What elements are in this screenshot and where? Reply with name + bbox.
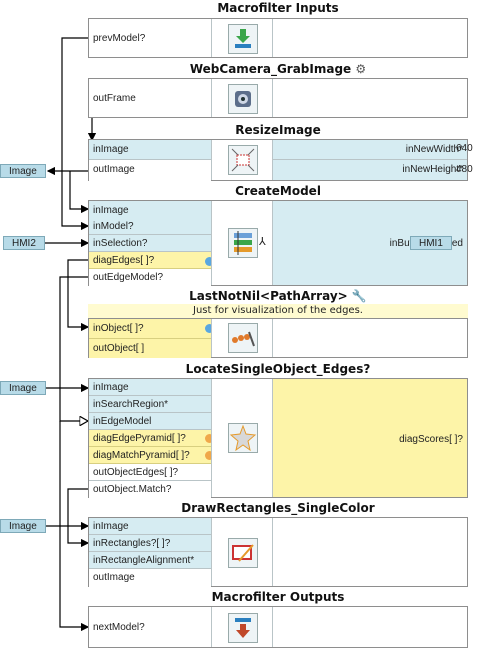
locate-block[interactable]: inImage inSearchRegion* inEdgeModel diag… (88, 378, 468, 498)
port-innewwidth-label: inNewWidth* (405, 144, 463, 155)
port-diagscores[interactable]: diagScores[ ]? (273, 430, 467, 450)
icon-column (211, 379, 273, 497)
port-inmodel[interactable]: inModel? (89, 218, 211, 235)
diagnostic-dot-icon (205, 451, 214, 460)
port-outobjectmatch[interactable]: outObject.Match? (89, 481, 211, 498)
width-value[interactable]: 640 (456, 143, 473, 154)
port-inimage[interactable]: inImage (89, 518, 211, 535)
image-chip-draw[interactable]: Image (0, 519, 46, 533)
webcamera-title: WebCamera_GrabImage ⚙ (88, 62, 468, 76)
height-value[interactable]: 480 (456, 164, 473, 175)
port-inobject-label: inObject[ ]? (93, 323, 144, 334)
diagnostic-dot-icon (205, 324, 214, 333)
image-chip-locate[interactable]: Image (0, 381, 46, 395)
port-outedgemodel[interactable]: outEdgeModel? (89, 269, 211, 286)
port-innewheight[interactable]: inNewHeight* (273, 160, 467, 180)
icon-column (211, 319, 273, 357)
webcamera-block[interactable]: outFrame (88, 78, 468, 118)
macrofilter-inputs-block[interactable]: prevModel? (88, 18, 468, 58)
drawrectangles-block[interactable]: inImage inRectangles?[ ]? inRectangleAli… (88, 517, 468, 587)
createmodel-title: CreateModel (235, 184, 321, 198)
port-inselection[interactable]: inSelection? (89, 235, 211, 252)
lastnotnil-title: LastNotNil<PathArray> 🔧 (88, 289, 468, 303)
icon-column (211, 79, 273, 117)
image-chip-resize[interactable]: Image (0, 164, 46, 178)
hmi1-chip[interactable]: HMI1 (410, 236, 452, 250)
port-diagedgepyramid[interactable]: diagEdgePyramid[ ]? (89, 430, 214, 447)
lastnotnil-block[interactable]: inObject[ ]? outObject[ ] (88, 318, 468, 358)
port-outobject[interactable]: outObject[ ] (89, 339, 211, 358)
port-outimage[interactable]: outImage (89, 160, 211, 181)
locate-title: LocateSingleObject_Edges? (185, 362, 371, 376)
gear-icon: ⚙ (355, 62, 367, 76)
resizeimage-title: ResizeImage (235, 123, 321, 137)
port-inrectangles[interactable]: inRectangles?[ ]? (89, 535, 211, 552)
port-diagedges[interactable]: diagEdges[ ]? (89, 252, 214, 269)
lastnotnil-title-text: LastNotNil<PathArray> (189, 289, 348, 303)
port-diagmatchpyramid-label: diagMatchPyramid[ ]? (93, 450, 190, 461)
resize-param-column: inNewWidth* inNewHeight* (273, 140, 467, 180)
wrench-icon: 🔧 (351, 289, 367, 303)
macrofilter-inputs-title: Macrofilter Inputs (217, 1, 339, 15)
diagnostic-dot-icon (205, 257, 214, 266)
webcam-icon (228, 84, 258, 114)
port-prevmodel[interactable]: prevModel? (89, 29, 211, 49)
locate-right-column: diagScores[ ]? (273, 379, 467, 497)
upload-arrow-icon (228, 613, 258, 643)
diagnostic-dot-icon (205, 434, 214, 443)
icon-column (211, 19, 273, 57)
icon-column (211, 140, 273, 180)
star-locate-icon (228, 423, 258, 453)
macrofilter-outputs-title: Macrofilter Outputs (211, 590, 345, 604)
rectangle-pencil-icon (228, 538, 258, 568)
split-icon: ⅄ (259, 236, 266, 248)
download-arrow-icon (228, 24, 258, 54)
icon-column (211, 518, 273, 586)
hmi2-chip[interactable]: HMI2 (3, 236, 45, 250)
port-inobject[interactable]: inObject[ ]? (89, 319, 214, 339)
port-outimage[interactable]: outImage (89, 569, 211, 587)
port-inimage[interactable]: inImage (89, 379, 211, 396)
port-diagmatchpyramid[interactable]: diagMatchPyramid[ ]? (89, 447, 214, 464)
port-innewheight-label: inNewHeight* (402, 164, 463, 175)
port-insearchregion[interactable]: inSearchRegion* (89, 396, 211, 413)
port-diagedges-label: diagEdges[ ]? (93, 255, 155, 266)
macrofilter-outputs-block[interactable]: nextModel? (88, 606, 468, 648)
webcamera-title-text: WebCamera_GrabImage (189, 62, 352, 76)
port-innewwidth[interactable]: inNewWidth* (273, 140, 467, 160)
resizeimage-block[interactable]: inImage outImage inNewWidth* inNewHeight… (88, 139, 468, 181)
model-tree-icon (228, 228, 258, 258)
resize-icon (228, 145, 258, 175)
icon-column (211, 607, 273, 647)
port-nextmodel[interactable]: nextModel? (89, 618, 211, 638)
port-inimage[interactable]: inImage (89, 140, 211, 160)
icon-column: ⅄ (211, 201, 273, 285)
port-inedgemodel[interactable]: inEdgeModel (89, 413, 211, 430)
port-diagedgepyramid-label: diagEdgePyramid[ ]? (93, 433, 186, 444)
createmodel-block[interactable]: inImage inModel? inSelection? diagEdges[… (88, 200, 468, 286)
port-outframe[interactable]: outFrame (89, 89, 211, 109)
port-outobjectedges[interactable]: outObjectEdges[ ]? (89, 464, 211, 481)
dots-curve-icon (228, 323, 258, 353)
port-inrectanglealignment[interactable]: inRectangleAlignment* (89, 552, 211, 569)
lastnotnil-comment: Just for visualization of the edges. (88, 304, 468, 318)
port-diagscores-label: diagScores[ ]? (399, 434, 463, 445)
drawrectangles-title: DrawRectangles_SingleColor (181, 501, 375, 515)
